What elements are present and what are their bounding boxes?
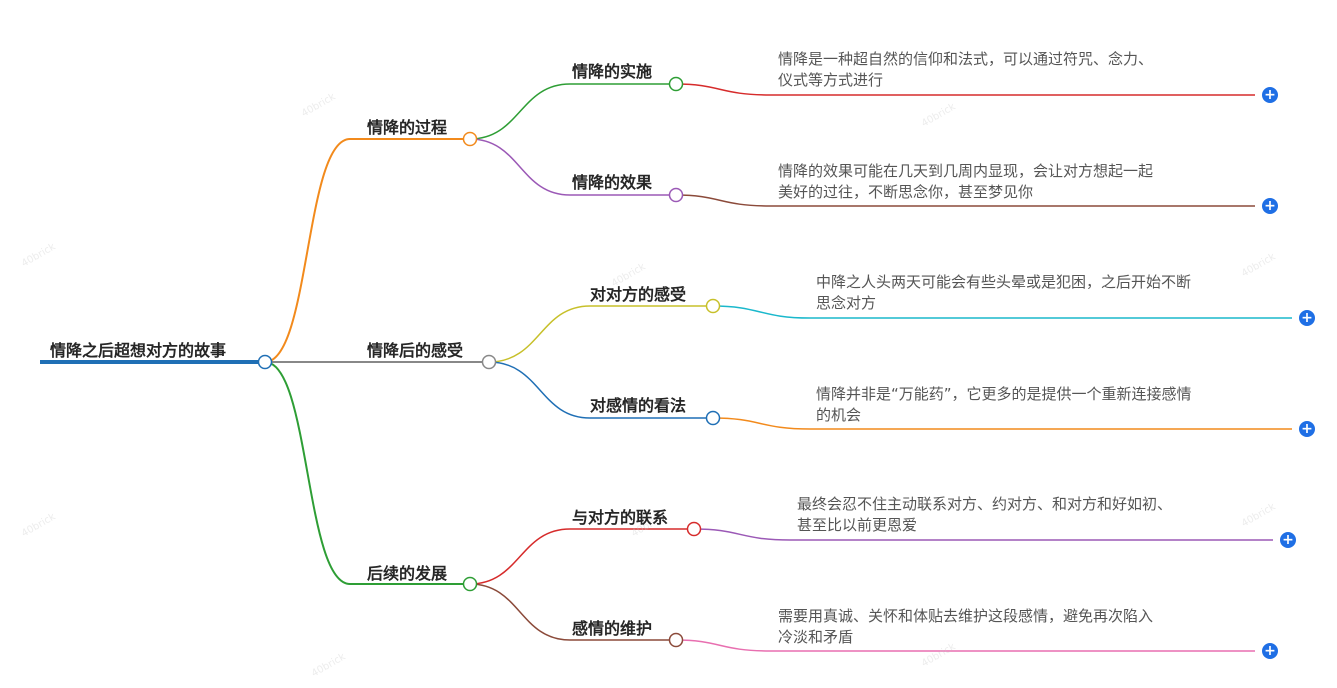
connector-root-process xyxy=(264,138,470,363)
connector-process-implement xyxy=(469,83,676,140)
followup-node-circle[interactable] xyxy=(462,576,478,592)
connector-leaf-other xyxy=(712,305,1292,319)
leaf-line: 情降并非是“万能药”，它更多的是提供一个重新连接感情 xyxy=(816,385,1192,403)
leaf-line: 需要用真诚、关怀和体贴去维护这段感情，避免再次陷入 xyxy=(778,607,1154,625)
expand-button[interactable]: + xyxy=(1262,198,1278,214)
expand-button[interactable]: + xyxy=(1262,87,1278,103)
expand-button[interactable]: + xyxy=(1299,421,1315,437)
leaf-line: 情降的效果可能在几天到几周内显现，会让对方想起一起 xyxy=(778,162,1154,180)
leaf-contact: 最终会忍不住主动联系对方、约对方、和对方和好如初、 甚至比以前更恩爱 xyxy=(797,494,1172,536)
maintain-node-circle[interactable] xyxy=(668,632,684,648)
view-node-circle[interactable] xyxy=(705,410,721,426)
expand-button[interactable]: + xyxy=(1299,310,1315,326)
connector-feeling-other xyxy=(488,305,713,363)
connector-followup-maintain xyxy=(469,583,676,641)
other-node-circle[interactable] xyxy=(705,298,721,314)
implement-node-circle[interactable] xyxy=(668,76,684,92)
connector-leaf-implement xyxy=(675,83,1255,96)
expand-button[interactable]: + xyxy=(1262,643,1278,659)
view-label[interactable]: 对感情的看法 xyxy=(590,396,687,415)
leaf-line: 的机会 xyxy=(816,406,862,424)
leaf-line: 冷淡和矛盾 xyxy=(778,628,854,646)
implement-label[interactable]: 情降的实施 xyxy=(572,62,653,81)
leaf-implement: 情降是一种超自然的信仰和法式，可以通过符咒、念力、 仪式等方式进行 xyxy=(778,49,1153,91)
connector-leaf-contact xyxy=(693,528,1273,541)
contact-label[interactable]: 与对方的联系 xyxy=(572,508,669,527)
connector-root-followup xyxy=(264,361,470,585)
leaf-line: 情降是一种超自然的信仰和法式，可以通过符咒、念力、 xyxy=(778,50,1154,68)
leaf-view: 情降并非是“万能药”，它更多的是提供一个重新连接感情 的机会 xyxy=(816,384,1192,426)
effect-label[interactable]: 情降的效果 xyxy=(572,173,653,192)
process-label[interactable]: 情降的过程 xyxy=(367,118,448,137)
connector-leaf-view xyxy=(712,417,1292,430)
leaf-line: 思念对方 xyxy=(816,294,877,312)
connector-followup-contact xyxy=(469,528,694,585)
connector-process-effect xyxy=(469,138,676,196)
leaf-line: 甚至比以前更恩爱 xyxy=(797,516,918,534)
root-node-circle[interactable] xyxy=(257,354,273,370)
leaf-line: 美好的过往，不断思念你，甚至梦见你 xyxy=(778,183,1034,201)
followup-label[interactable]: 后续的发展 xyxy=(367,564,448,583)
leaf-line: 中降之人头两天可能会有些头晕或是犯困，之后开始不断 xyxy=(816,273,1192,291)
leaf-other: 中降之人头两天可能会有些头晕或是犯困，之后开始不断 思念对方 xyxy=(816,272,1191,314)
leaf-line: 仪式等方式进行 xyxy=(778,71,884,89)
connector-leaf-effect xyxy=(675,194,1255,207)
leaf-effect: 情降的效果可能在几天到几周内显现，会让对方想起一起 美好的过往，不断思念你，甚至… xyxy=(778,161,1153,203)
maintain-label[interactable]: 感情的维护 xyxy=(572,619,653,638)
expand-button[interactable]: + xyxy=(1280,532,1296,548)
connector-feeling-view xyxy=(488,361,713,419)
process-node-circle[interactable] xyxy=(462,131,478,147)
leaf-line: 最终会忍不住主动联系对方、约对方、和对方和好如初、 xyxy=(797,495,1173,513)
effect-node-circle[interactable] xyxy=(668,187,684,203)
contact-node-circle[interactable] xyxy=(686,521,702,537)
root-label[interactable]: 情降之后超想对方的故事 xyxy=(50,341,227,360)
feeling-node-circle[interactable] xyxy=(481,354,497,370)
leaf-maintain: 需要用真诚、关怀和体贴去维护这段感情，避免再次陷入 冷淡和矛盾 xyxy=(778,606,1153,648)
feeling-label[interactable]: 情降后的感受 xyxy=(367,341,464,360)
other-label[interactable]: 对对方的感受 xyxy=(590,285,687,304)
connector-leaf-maintain xyxy=(675,639,1255,652)
